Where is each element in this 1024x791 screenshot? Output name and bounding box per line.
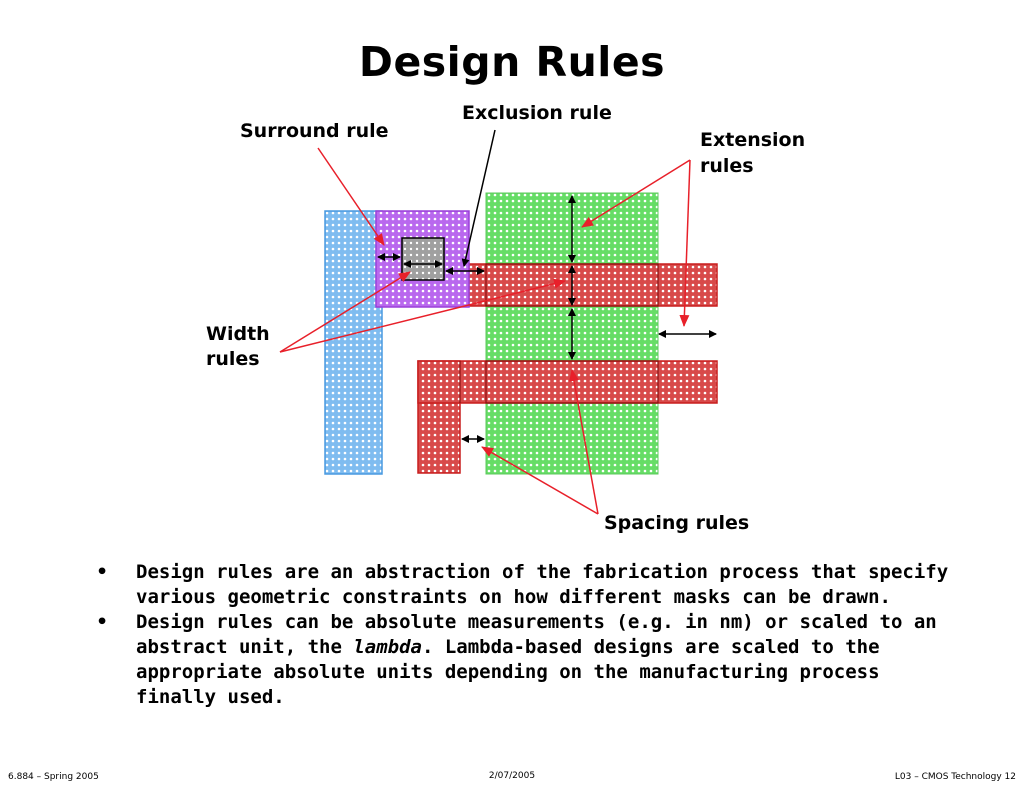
slide-title: Design Rules — [358, 38, 666, 86]
bullet-item: • Design rules are an abstraction of the… — [96, 560, 966, 610]
gate-outline-lower — [485, 360, 659, 404]
width-rules-label-line1: Width — [206, 323, 270, 345]
red-layer-upper — [467, 263, 718, 307]
extension-rules-label-line1: Extension — [700, 129, 806, 151]
extension-rules-label-line2: rules — [700, 155, 754, 177]
bullet-text-tail: . Lambda-based designs are scaled to the… — [136, 636, 880, 708]
bullet-marker: • — [96, 561, 109, 583]
width-rules-label-line2: rules — [206, 348, 260, 370]
exclusion-rule-label: Exclusion rule — [462, 102, 612, 124]
footer-date: 2/07/2005 — [488, 771, 536, 781]
bullet-text: Design rules can be absolute measurement… — [136, 611, 937, 658]
bullet-list: • Design rules are an abstraction of the… — [96, 560, 966, 710]
bullet-text: Design rules are an abstraction of the f… — [136, 561, 949, 608]
surround-rule-label: Surround rule — [240, 120, 389, 142]
bullet-marker: • — [96, 611, 109, 633]
design-rules-diagram — [279, 129, 718, 515]
blue-layer — [324, 210, 383, 475]
extension-leader-1 — [581, 159, 691, 228]
gate-outline-upper — [485, 263, 659, 307]
bullet-item: • Design rules can be absolute measureme… — [96, 610, 966, 710]
extension-leader-2 — [679, 159, 691, 327]
width-leader-1 — [279, 271, 411, 353]
surround-leader — [317, 147, 385, 246]
spacing-leader-2 — [481, 446, 599, 515]
bullet-emphasis: lambda — [353, 636, 422, 658]
spacing-leader-1 — [569, 369, 599, 515]
exclusion-leader — [461, 129, 496, 267]
width-leader-2 — [279, 278, 566, 353]
footer-course: 6.884 – Spring 2005 — [8, 772, 99, 782]
footer-lecture: L03 – CMOS Technology 12 — [894, 772, 1016, 782]
red-layer-lower — [417, 360, 718, 404]
spacing-rules-label: Spacing rules — [604, 512, 750, 534]
